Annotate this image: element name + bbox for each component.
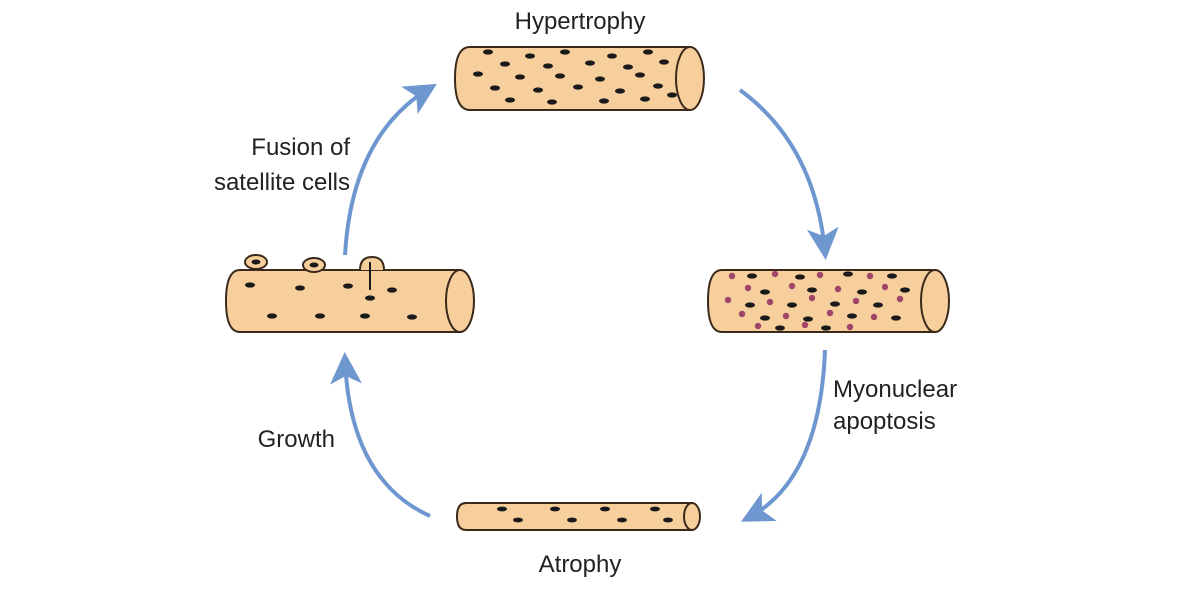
apoptosis-fiber [706, 269, 950, 333]
label-myonuclear: Myonuclear [833, 376, 958, 403]
apoptosis-nuclei [745, 271, 910, 331]
hypertrophy-nuclei [473, 49, 677, 105]
label-atrophy: Atrophy [538, 551, 622, 578]
label-growth: Growth [257, 426, 335, 453]
arrow-atrophy-to-growth [330, 352, 431, 518]
growth-fiber [224, 254, 475, 333]
hypertrophy-fiber [453, 46, 705, 111]
label-apoptosis: apoptosis [833, 408, 936, 435]
satellite-cells [244, 254, 385, 290]
label-satellite-cells: satellite cells [213, 169, 350, 196]
apoptotic-fragments [724, 270, 904, 331]
growth-nuclei [245, 282, 417, 320]
arrow-apoptosis-to-atrophy [740, 349, 827, 522]
arrow-growth-to-hypertrophy [343, 83, 437, 256]
atrophy-fiber [455, 502, 701, 531]
arrow-hypertrophy-to-apoptosis [738, 88, 839, 260]
label-hypertrophy: Hypertrophy [514, 8, 646, 35]
label-fusion-of: Fusion of [251, 134, 350, 161]
atrophy-nuclei [497, 506, 673, 523]
